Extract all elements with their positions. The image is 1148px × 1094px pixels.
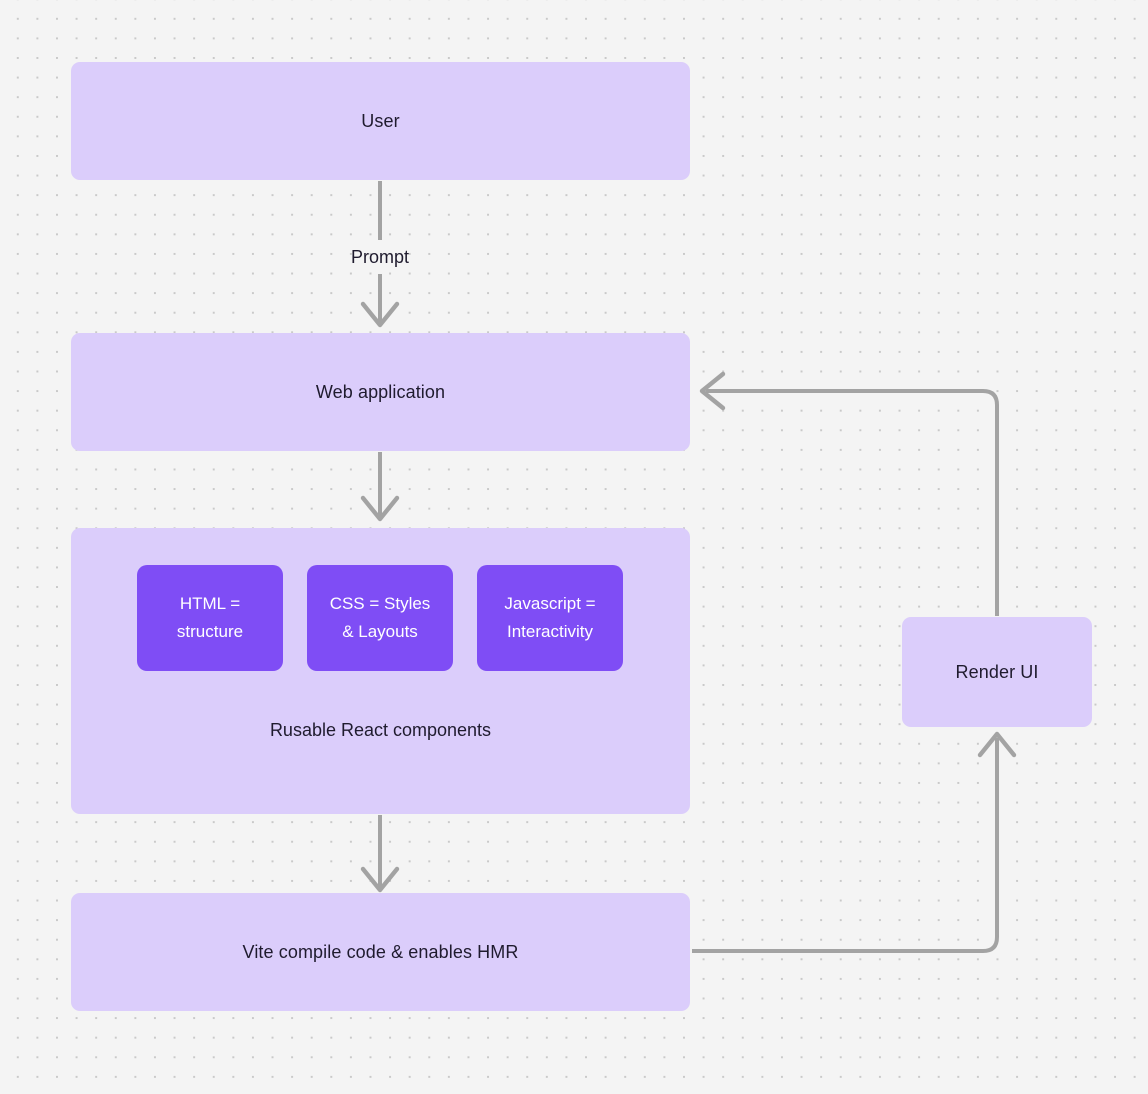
node-html-line2: structure: [176, 622, 244, 641]
edge-segment: [692, 738, 999, 953]
node-vite-label: Vite compile code & enables HMR: [242, 941, 519, 962]
node-css-line2: & Layouts: [342, 622, 418, 641]
node-render-ui[interactable]: Render UI: [902, 617, 1092, 727]
edge-render-ui-to-web-application: [699, 371, 999, 616]
node-css-label: CSS = Styles & Layouts: [330, 590, 431, 645]
node-css-line1: CSS = Styles: [329, 594, 431, 614]
edge-vite-to-render-ui: [692, 731, 1017, 953]
node-web-application-label: Web application: [315, 381, 446, 402]
arrowhead-left-icon: [699, 371, 726, 411]
node-vite[interactable]: Vite compile code & enables HMR: [71, 893, 690, 1011]
node-web-application[interactable]: Web application: [71, 333, 690, 451]
edge-label-prompt: Prompt: [350, 247, 410, 267]
edge-components-to-vite: [360, 815, 400, 893]
node-javascript-label: Javascript = Interactivity: [504, 590, 595, 645]
node-user-label: User: [361, 110, 400, 131]
group-caption-reusable-react-components: Rusable React components: [269, 720, 492, 740]
arrowhead-down-icon: [360, 866, 400, 893]
arrowhead-down-icon: [360, 495, 400, 522]
node-render-ui-label: Render UI: [955, 661, 1039, 682]
node-html-line1: HTML =: [179, 594, 241, 614]
node-html[interactable]: HTML = structure: [137, 565, 283, 671]
arrowhead-down-icon: [360, 301, 400, 328]
node-javascript-line1: Javascript =: [504, 594, 596, 614]
node-user[interactable]: User: [71, 62, 690, 180]
edge-segment: [706, 389, 999, 616]
arrowhead-up-icon: [977, 731, 1017, 758]
group-reusable-react-components[interactable]: HTML = structure CSS = Styles & Layouts …: [71, 528, 690, 814]
node-javascript[interactable]: Javascript = Interactivity: [477, 565, 623, 671]
node-css[interactable]: CSS = Styles & Layouts: [307, 565, 453, 671]
node-javascript-line2: Interactivity: [507, 622, 593, 641]
node-html-label: HTML = structure: [177, 590, 243, 645]
edge-web-application-to-components: [360, 452, 400, 522]
